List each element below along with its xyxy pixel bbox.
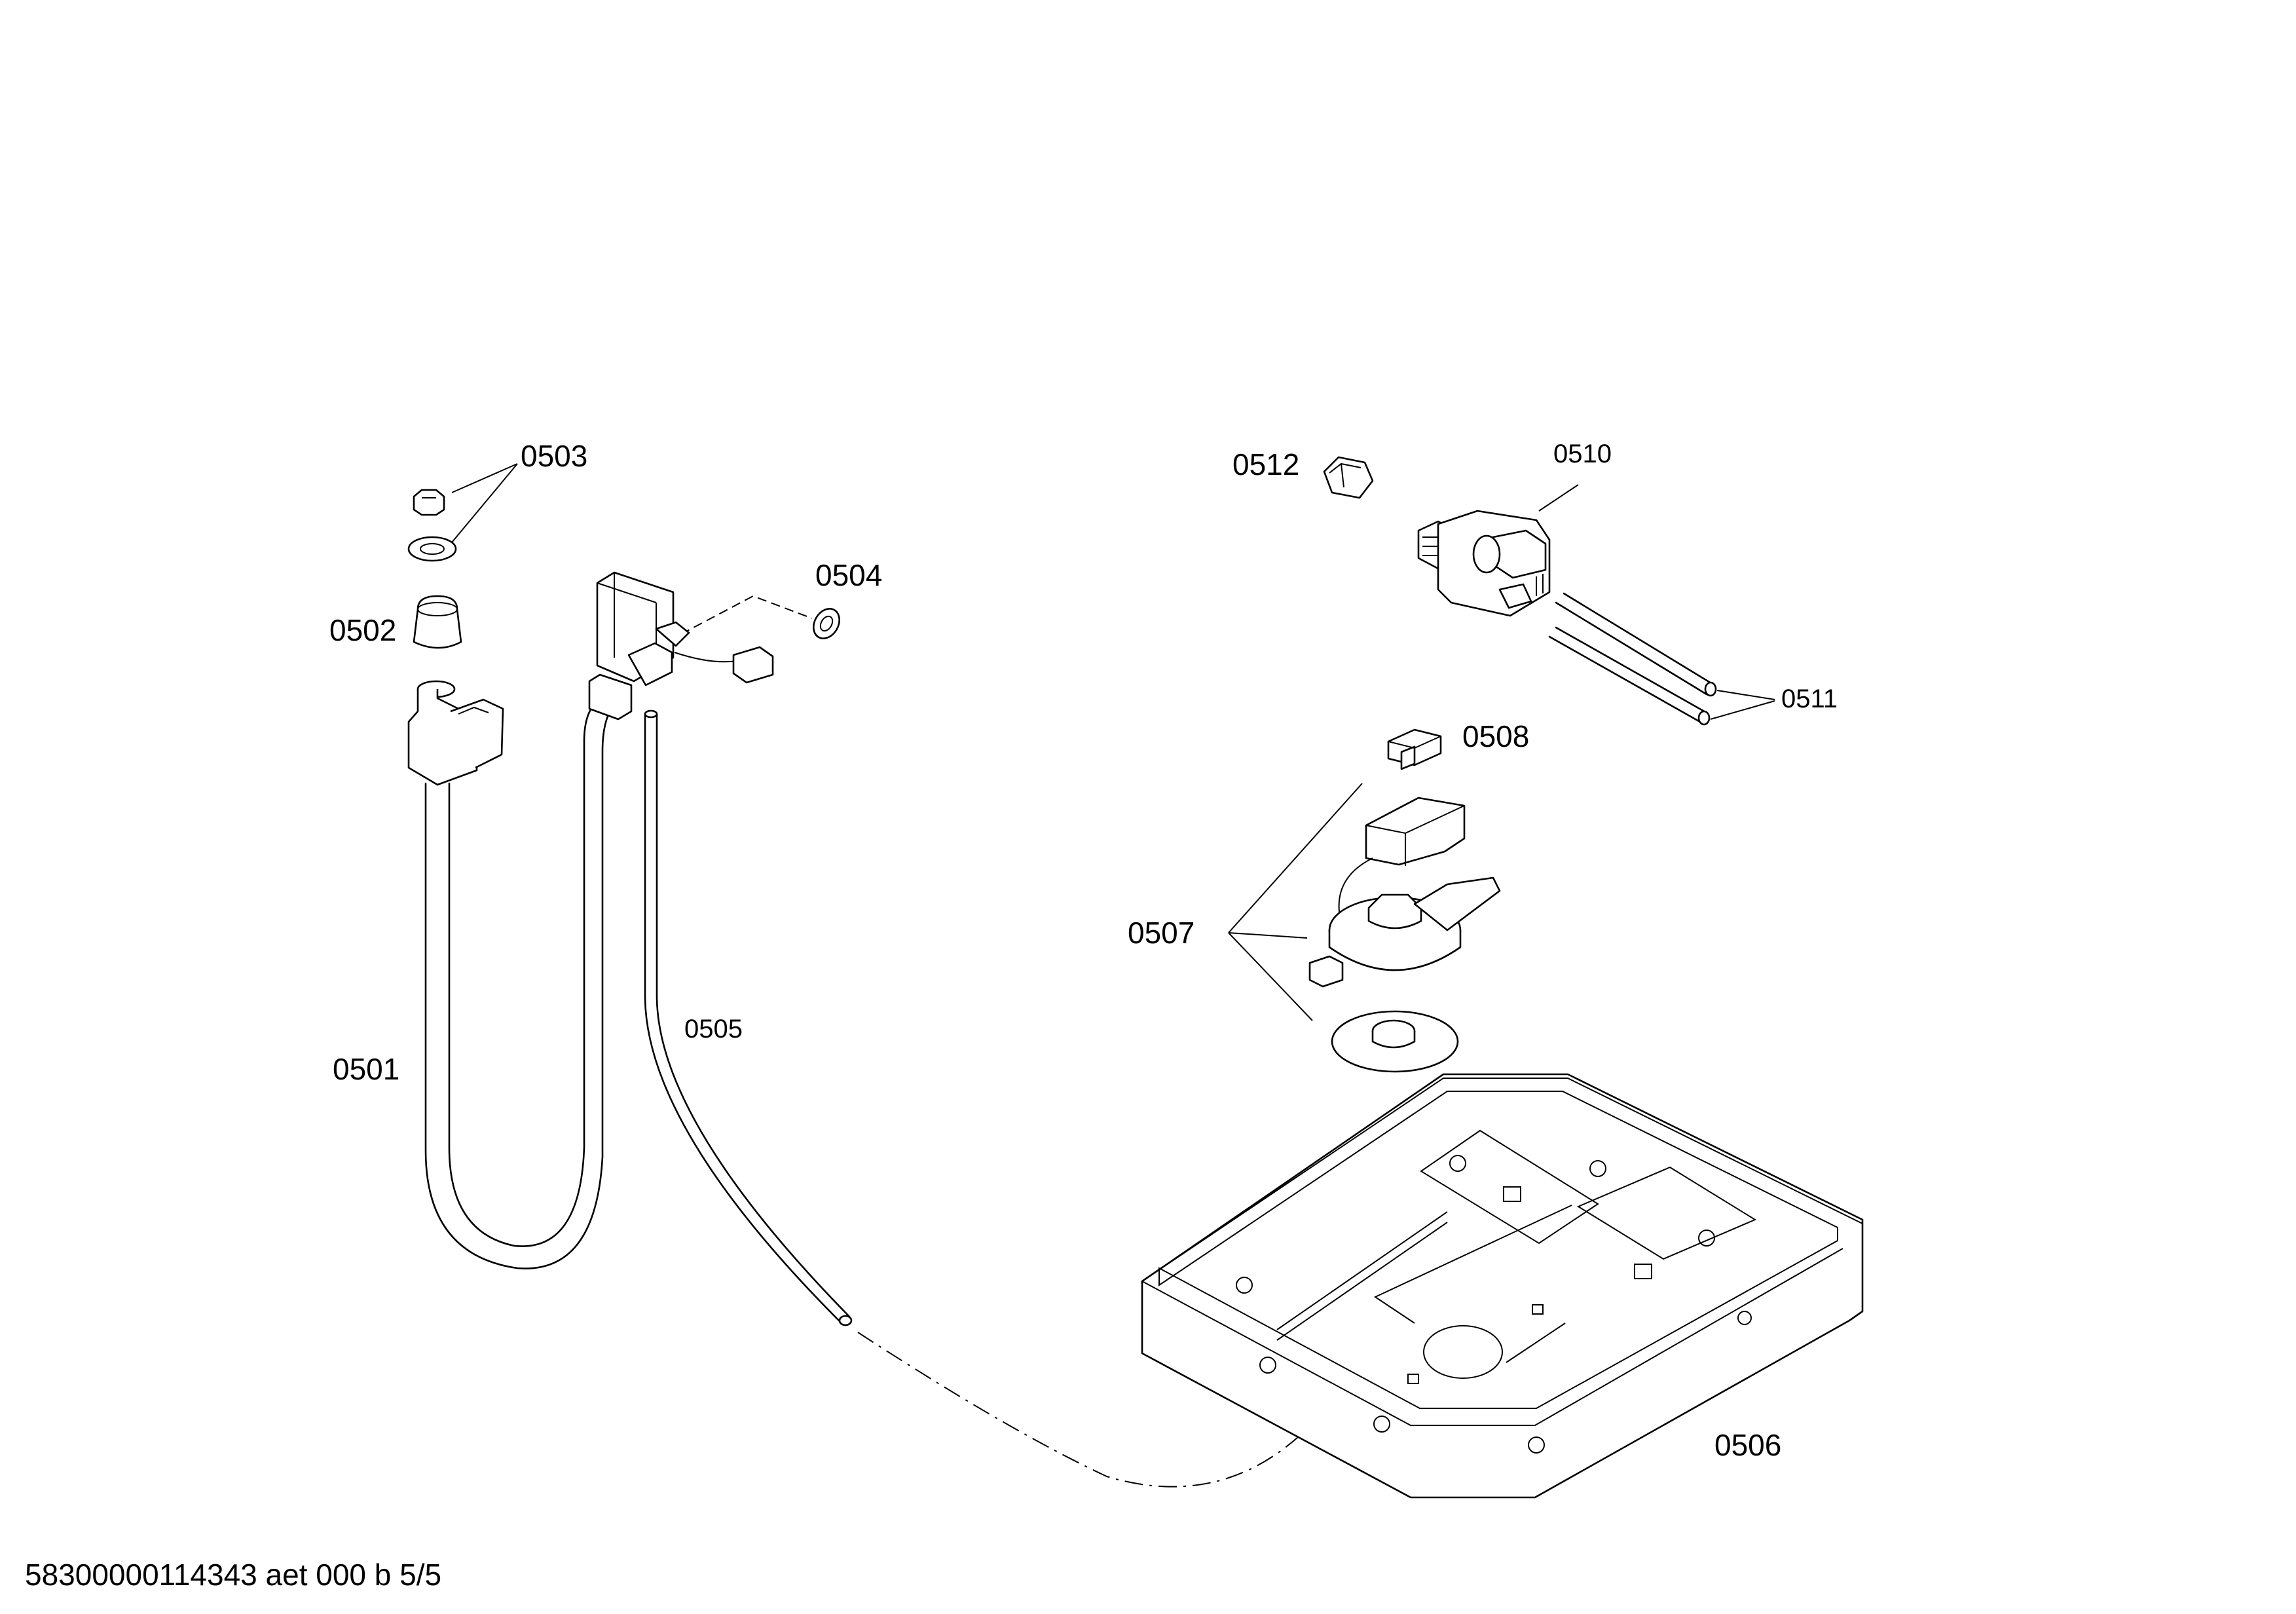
- callout-0501: 0501: [333, 1052, 399, 1086]
- callout-0512: 0512: [1232, 447, 1299, 481]
- part-0506-base-plate: [1141, 1073, 1864, 1499]
- part-0505-drain-tube: [644, 709, 1330, 1488]
- callout-0503: 0503: [521, 439, 587, 473]
- part-0501-inlet-hose: [407, 680, 630, 1269]
- part-0508-connector: [1387, 728, 1442, 770]
- part-0507-pressure-switch: [1228, 783, 1501, 1073]
- callout-0505: 0505: [684, 1015, 743, 1043]
- callout-0506: 0506: [1714, 1428, 1781, 1462]
- callout-0502: 0502: [329, 613, 396, 647]
- part-0502-cap: [413, 595, 462, 649]
- callout-0504: 0504: [815, 558, 882, 592]
- part-0510-valve: [1417, 484, 1579, 617]
- document-id: 58300000114343 aet 000 b 5/5: [25, 1558, 441, 1592]
- callout-0511: 0511: [1781, 685, 1838, 713]
- callout-0510: 0510: [1553, 440, 1612, 468]
- part-0511-rods: [1548, 592, 1775, 726]
- part-0504-washer: [680, 595, 840, 639]
- callout-0508: 0508: [1462, 719, 1529, 753]
- callout-0507: 0507: [1128, 916, 1194, 950]
- part-aquastop-valve-block: [588, 571, 774, 721]
- part-0512-nut: [1323, 456, 1374, 499]
- part-0503-cap-and-ring: [407, 463, 518, 562]
